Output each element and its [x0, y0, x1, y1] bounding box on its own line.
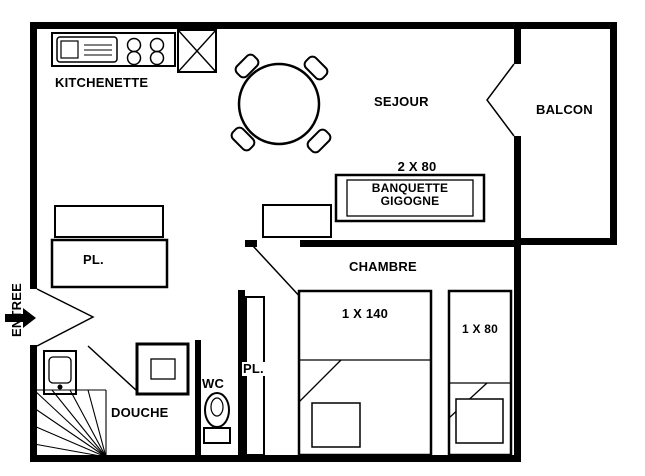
wall-bottom — [30, 455, 521, 462]
closet-left — [50, 238, 169, 289]
wall-right-upper — [514, 22, 521, 64]
entrance-door-swing — [36, 288, 95, 347]
wall-wc-left — [195, 340, 201, 462]
chair-sw — [230, 126, 256, 152]
label-balcon: BALCON — [536, 102, 593, 117]
sink-icon — [56, 36, 118, 63]
bed-double-pillow — [311, 402, 361, 448]
label-sejour: SEJOUR — [374, 94, 429, 109]
exterior-walls — [30, 22, 617, 462]
wall-balcony-right — [610, 22, 617, 245]
entree-arrow-icon — [5, 308, 36, 328]
label-closet-left: PL. — [83, 252, 104, 267]
label-banquette-name: BANQUETTE GIGOGNE — [347, 182, 473, 208]
wall-top — [30, 22, 617, 29]
label-banquette-size: 2 X 80 — [397, 159, 437, 174]
bed-single-icon — [447, 289, 513, 457]
shower-tray-icon — [135, 342, 190, 396]
label-entree: ENTREE — [9, 283, 24, 337]
label-bed-single-size: 1 X 80 — [462, 322, 498, 336]
balcony-door-swing — [486, 63, 515, 137]
label-closet-hall: PL. — [242, 361, 265, 376]
label-chambre: CHAMBRE — [349, 259, 417, 274]
wall-right-lower — [514, 136, 521, 462]
dining-table — [237, 62, 321, 146]
label-kitchenette: KITCHENETTE — [55, 75, 149, 90]
wall-left-lower — [30, 345, 37, 462]
cabinet-sejour — [262, 204, 332, 238]
label-banquette-line1: BANQUETTE — [371, 181, 449, 195]
chair-se — [306, 128, 332, 154]
wall-chambre-top — [300, 240, 521, 247]
label-douche: DOUCHE — [111, 405, 169, 420]
chambre-door-swing — [252, 245, 304, 301]
chair-nw — [234, 53, 260, 79]
label-wc: WC — [202, 376, 225, 391]
door-swings — [36, 63, 515, 392]
kitchen-unit — [51, 32, 176, 67]
interior-walls — [195, 240, 521, 462]
wall-balcony-bottom — [514, 238, 617, 245]
stove-icon — [126, 37, 165, 66]
wall-wc-right — [238, 290, 245, 462]
sideboard-left — [54, 205, 164, 238]
bed-double-icon — [297, 289, 433, 457]
bed-single-pillow — [455, 398, 504, 444]
wall-left-upper — [30, 22, 37, 289]
wall-chambre-stub — [245, 240, 257, 247]
toilet-icon — [203, 392, 231, 444]
chair-ne — [303, 55, 329, 81]
bathroom-door-swing — [87, 345, 138, 392]
closet-hall — [245, 296, 265, 456]
label-banquette-line2: GIGOGNE — [380, 194, 440, 208]
label-bed-double-size: 1 X 140 — [341, 306, 389, 321]
dining-chairs — [230, 53, 332, 154]
stairs-icon — [33, 389, 107, 458]
washbasin-icon — [43, 350, 77, 395]
banquette-gigogne — [334, 173, 486, 223]
shaft-cross-icon — [177, 29, 217, 73]
